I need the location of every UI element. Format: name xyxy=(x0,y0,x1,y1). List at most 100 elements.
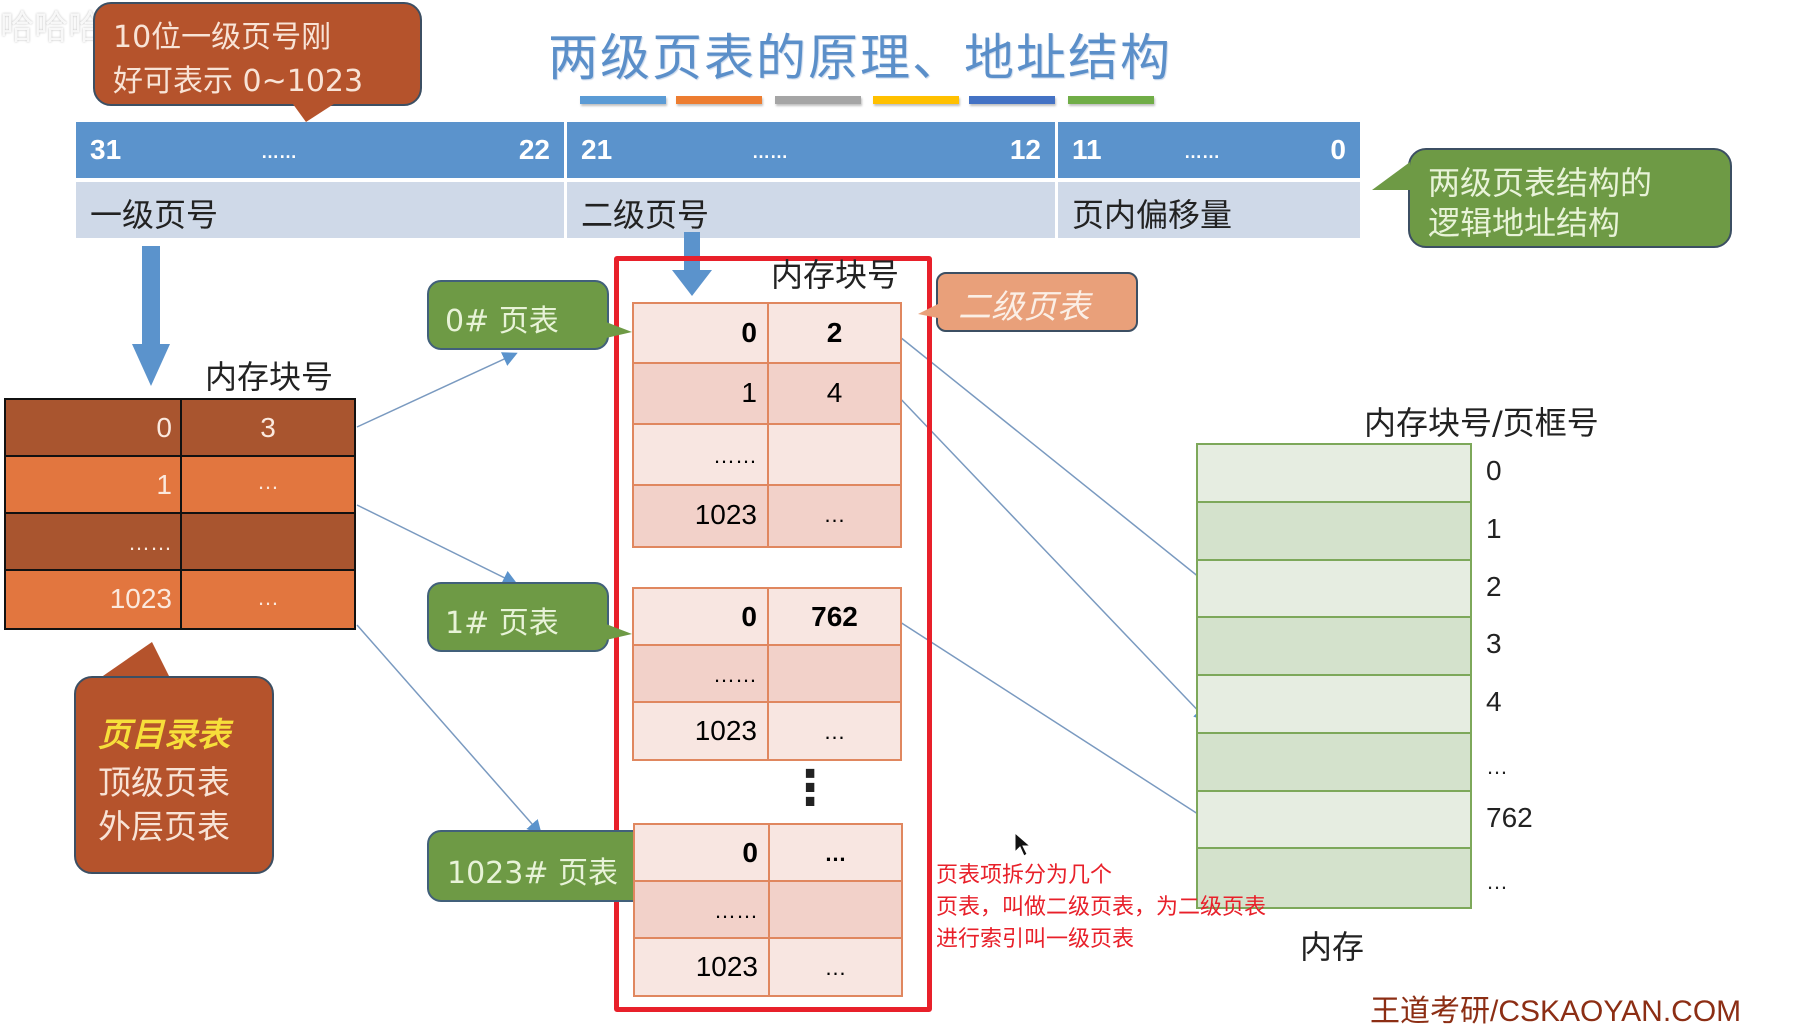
second-level-callout: 二级页表 xyxy=(936,272,1138,332)
frame-number: 2 xyxy=(1486,570,1502,602)
row-index: …… xyxy=(128,530,172,555)
bit-low: 12 xyxy=(1009,134,1041,165)
field-label: 二级页号 xyxy=(581,196,710,234)
memory-header: 内存块号/页框号 xyxy=(1364,404,1599,442)
row-index: 0 xyxy=(741,601,757,632)
mouse-cursor-icon xyxy=(1014,832,1032,857)
note-line: 进行索引叫一级页表 xyxy=(936,927,1135,952)
callout-line: 10位一级页号刚 xyxy=(113,20,332,55)
page-table-1023: 0 … …… 1023 … xyxy=(633,823,903,997)
callout-line: 外层页表 xyxy=(98,807,230,846)
bit-header-1: 31 …… 22 xyxy=(76,122,564,178)
column-divider xyxy=(767,304,769,546)
callout-tail xyxy=(290,100,340,122)
field-label-1: 一级页号 xyxy=(76,182,564,238)
directory-callout: 页目录表 顶级页表 外层页表 xyxy=(74,676,274,874)
field-label-3: 页内偏移量 xyxy=(1058,182,1360,238)
memory-frame xyxy=(1198,560,1470,619)
memory-frame xyxy=(1198,849,1470,907)
callout-tail xyxy=(606,322,632,338)
column-divider xyxy=(180,400,182,628)
row-index: 0 xyxy=(742,837,758,868)
row-index: 0 xyxy=(741,317,757,348)
color-bar xyxy=(775,96,861,104)
second-level-column-label: 内存块号 xyxy=(771,256,900,294)
bit-high: 21 xyxy=(581,134,613,165)
bit-dots: …… xyxy=(1184,142,1220,162)
bit-dots: …… xyxy=(261,142,297,162)
memory-frame xyxy=(1198,733,1470,792)
row-index: …… xyxy=(714,898,758,923)
page-title: 两级页表的原理、地址结构 xyxy=(548,29,1172,87)
row-block: 3 xyxy=(260,412,276,443)
row-block: … xyxy=(257,585,279,610)
row-index: …… xyxy=(713,662,757,687)
callout-line: 两级页表结构的 xyxy=(1428,164,1653,202)
down-arrow-icon xyxy=(672,232,712,296)
callout-text: 二级页表 xyxy=(958,287,1090,326)
watermark: 哈哈哈 xyxy=(0,8,102,48)
color-bar xyxy=(676,96,762,104)
bit-low: 0 xyxy=(1330,134,1346,165)
directory-column-label: 内存块号 xyxy=(205,358,334,396)
callout-line: 逻辑地址结构 xyxy=(1428,204,1621,242)
row-block: 2 xyxy=(826,317,843,348)
pointer-line xyxy=(899,621,1218,827)
color-bar xyxy=(873,96,959,104)
frame-number: 1 xyxy=(1486,512,1502,544)
color-bar xyxy=(1068,96,1154,104)
bit-high: 11 xyxy=(1072,134,1102,165)
memory-label: 内存 xyxy=(1300,928,1365,966)
color-bar xyxy=(969,96,1055,104)
memory-block xyxy=(1196,443,1472,909)
memory-frame xyxy=(1198,618,1470,676)
callout-title: 页目录表 xyxy=(98,715,230,754)
pointer-line xyxy=(894,332,1218,592)
logical-address-callout: 两级页表结构的 逻辑地址结构 xyxy=(1408,148,1732,248)
bit-high: 31 xyxy=(90,134,122,165)
frame-number: … xyxy=(1486,869,1508,895)
page-table-0-label: 0# 页表 xyxy=(427,280,609,350)
frame-number: … xyxy=(1486,753,1508,779)
bit-dots: …… xyxy=(752,142,788,162)
frame-number: 762 xyxy=(1486,801,1533,833)
pointer-line xyxy=(356,352,518,428)
memory-frame xyxy=(1198,502,1470,561)
callout-tail xyxy=(918,304,938,318)
row-index: 1023 xyxy=(694,499,757,530)
pointer-line xyxy=(894,392,1210,723)
page-table-0: 0 2 1 4 …… 1023 … xyxy=(632,302,902,548)
pointer-line xyxy=(356,624,542,836)
field-label-2: 二级页号 xyxy=(567,182,1055,238)
row-index: 1023 xyxy=(694,715,757,746)
annotation-note: 页表项拆分为几个 页表，叫做二级页表，为二级页表 进行索引叫一级页表 xyxy=(936,860,1266,956)
field-label: 页内偏移量 xyxy=(1072,196,1233,234)
row-block: … xyxy=(257,469,279,494)
frame-number: 4 xyxy=(1486,686,1502,717)
row-index: 1023 xyxy=(109,583,172,614)
bit-header-2: 21 …… 12 xyxy=(567,122,1055,178)
row-index: …… xyxy=(713,443,757,468)
callout-tail xyxy=(606,624,632,640)
column-divider xyxy=(768,825,770,995)
bit-low: 22 xyxy=(518,134,550,165)
label-text: 1023# 页表 xyxy=(447,856,619,891)
row-block: … xyxy=(823,719,846,744)
frame-number: 3 xyxy=(1486,628,1502,660)
memory-frame xyxy=(1198,676,1470,734)
page-table-1-label: 1# 页表 xyxy=(427,582,609,652)
row-block: … xyxy=(824,841,847,866)
row-index: 1 xyxy=(741,377,757,408)
note-line: 页表，叫做二级页表，为二级页表 xyxy=(936,895,1267,920)
column-divider xyxy=(767,589,769,759)
row-index: 1 xyxy=(156,469,172,500)
frame-number: 0 xyxy=(1486,455,1502,486)
label-text: 1# 页表 xyxy=(445,606,559,641)
field-label: 一级页号 xyxy=(90,196,219,234)
callout-line: 好可表示 0~1023 xyxy=(113,64,364,99)
callout-line: 顶级页表 xyxy=(98,763,230,802)
row-block: 4 xyxy=(826,377,843,408)
row-index: 1023 xyxy=(695,951,758,982)
footer-brand: 王道考研/CSKAOYAN.COM xyxy=(1370,995,1742,1028)
